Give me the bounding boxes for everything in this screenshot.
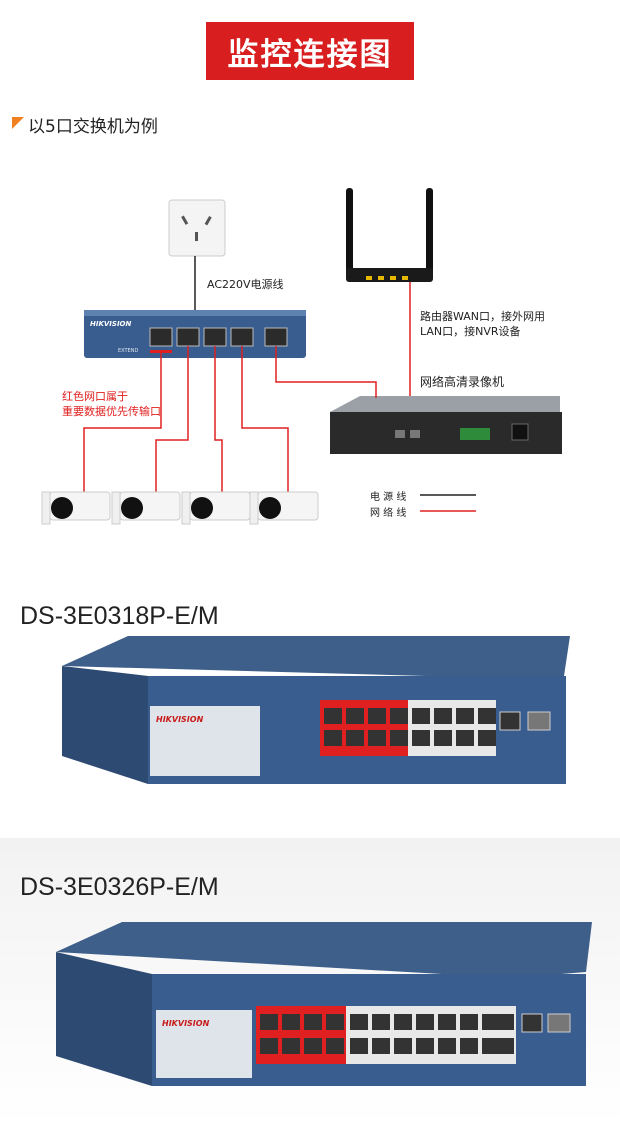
- nvr-device: [330, 396, 562, 454]
- product-model-title: DS-3E0326P-E/M: [20, 873, 219, 901]
- svg-text:HIKVISION: HIKVISION: [162, 1019, 210, 1028]
- svg-text:EXTEND: EXTEND: [118, 348, 138, 354]
- product-switch-18port: HIKVISION: [62, 636, 570, 784]
- poe-switch-5port: HIKVISION EXTEND: [84, 310, 306, 358]
- orange-triangle-icon: [12, 117, 24, 129]
- power-cable-label: AC220V电源线: [207, 278, 284, 291]
- camera-icon: [41, 491, 111, 525]
- page-title: 监控连接图: [206, 22, 414, 80]
- legend-power-label: 电 源 线: [370, 492, 407, 503]
- camera-icon: [181, 491, 251, 525]
- red-port-note-line1: 红色网口属于: [62, 390, 128, 403]
- nvr-label: 网络高清录像机: [420, 375, 505, 389]
- camera-icon: [249, 491, 319, 525]
- example-label: 以5口交换机为例: [28, 117, 158, 137]
- svg-text:HIKVISION: HIKVISION: [90, 320, 132, 328]
- svg-text:HIKVISION: HIKVISION: [156, 715, 204, 724]
- router-note-line2: LAN口，接NVR设备: [420, 325, 521, 338]
- product-switch-26port: HIKVISION: [56, 922, 592, 1086]
- legend-network-label: 网 络 线: [370, 508, 407, 519]
- wall-socket-icon: [168, 199, 226, 257]
- router-icon: [346, 188, 433, 282]
- connection-diagram: HIKVISION EXTEND: [41, 188, 562, 525]
- network-cables: [83, 282, 411, 500]
- router-note-line1: 路由器WAN口，接外网用: [420, 310, 546, 323]
- product-model-title: DS-3E0318P-E/M: [20, 602, 219, 630]
- red-port-note-line2: 重要数据优先传输口: [62, 405, 161, 418]
- camera-icon: [111, 491, 181, 525]
